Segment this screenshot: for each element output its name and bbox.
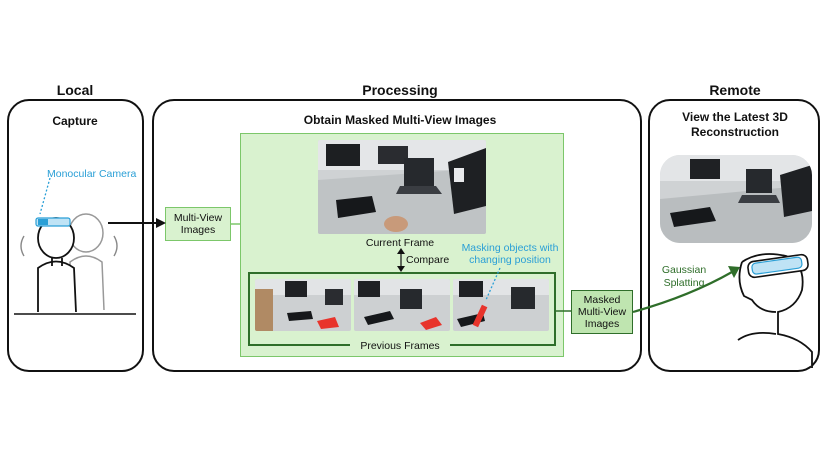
processing-subtitle: Obtain Masked Multi-View Images xyxy=(303,113,497,127)
multi-view-images-box: Multi-View Images xyxy=(165,207,231,241)
previous-frame-1 xyxy=(255,279,351,331)
previous-frames-label-text: Previous Frames xyxy=(360,340,440,352)
masked-multi-view-images-box: Masked Multi-View Images xyxy=(571,290,633,334)
multi-view-images-label: Multi-View Images xyxy=(173,212,223,236)
local-subtitle: Capture xyxy=(52,114,98,128)
camera-label: Monocular Camera xyxy=(47,168,137,180)
local-title: Local xyxy=(56,82,94,98)
masked-multi-view-images-label: Masked Multi-View Images xyxy=(577,294,627,330)
reconstruction-image xyxy=(660,155,812,243)
previous-frames-label: Previous Frames xyxy=(350,340,450,352)
compare-label: Compare xyxy=(406,254,450,266)
masking-label: Masking objects with changing position xyxy=(455,242,565,266)
current-frame-image xyxy=(318,140,486,234)
current-frame-label: Current Frame xyxy=(365,237,435,249)
remote-title: Remote xyxy=(709,82,761,98)
masking-label-text: Masking objects with changing position xyxy=(461,242,559,266)
processing-title: Processing xyxy=(362,82,438,98)
person-with-camera-icon xyxy=(37,217,77,313)
gaussian-splatting-label: Gaussian Splatting xyxy=(661,264,707,289)
remote-subtitle: View the Latest 3D Reconstruction xyxy=(682,110,788,139)
previous-frame-2 xyxy=(354,279,450,331)
previous-frame-3 xyxy=(453,279,549,331)
